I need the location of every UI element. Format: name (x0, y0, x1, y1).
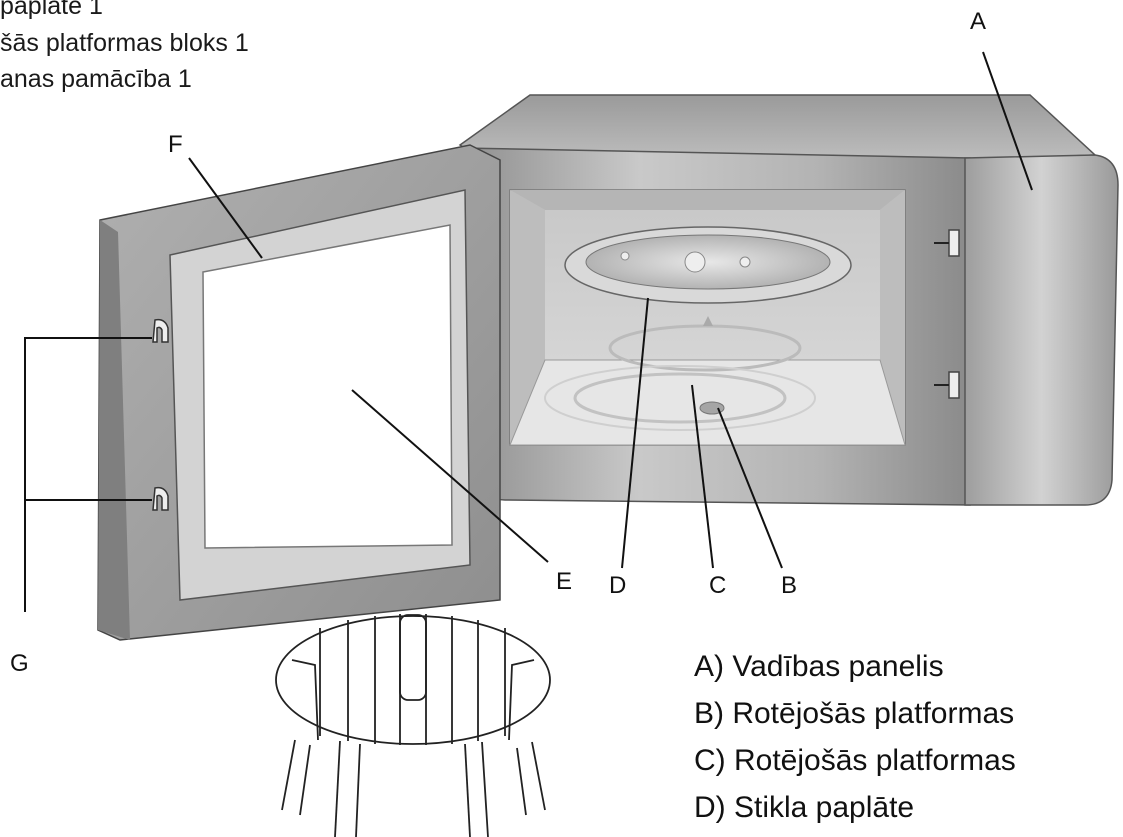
legend-item-b: B) Rotējošās platformas (694, 697, 1015, 730)
door-window (202, 224, 453, 549)
contents-line-1: paplāte 1 (0, 0, 103, 20)
latch-slots (934, 229, 960, 399)
door-latches (152, 318, 169, 511)
callout-e: E (556, 568, 573, 595)
legend-item-c: C) Rotējošās platformas (694, 744, 1016, 777)
turntable-coupler (699, 401, 725, 415)
callout-b: B (781, 572, 798, 599)
callout-d: D (609, 572, 627, 599)
legend-item-a: A) Vadības panelis (694, 650, 944, 683)
callout-a: A (970, 8, 987, 35)
callout-f: F (168, 131, 183, 158)
roller-ring (544, 316, 816, 431)
glass-tray (564, 226, 852, 304)
legend-item-d: D) Stikla paplāte (694, 791, 915, 824)
wire-rack (275, 614, 551, 837)
callout-c: C (709, 572, 727, 599)
leader-lines (24, 51, 1033, 612)
callout-g: G (10, 650, 29, 677)
control-panel (964, 154, 1119, 506)
contents-line-2: šās platformas bloks 1 (0, 29, 249, 57)
contents-line-3: anas pamācība 1 (0, 65, 192, 93)
